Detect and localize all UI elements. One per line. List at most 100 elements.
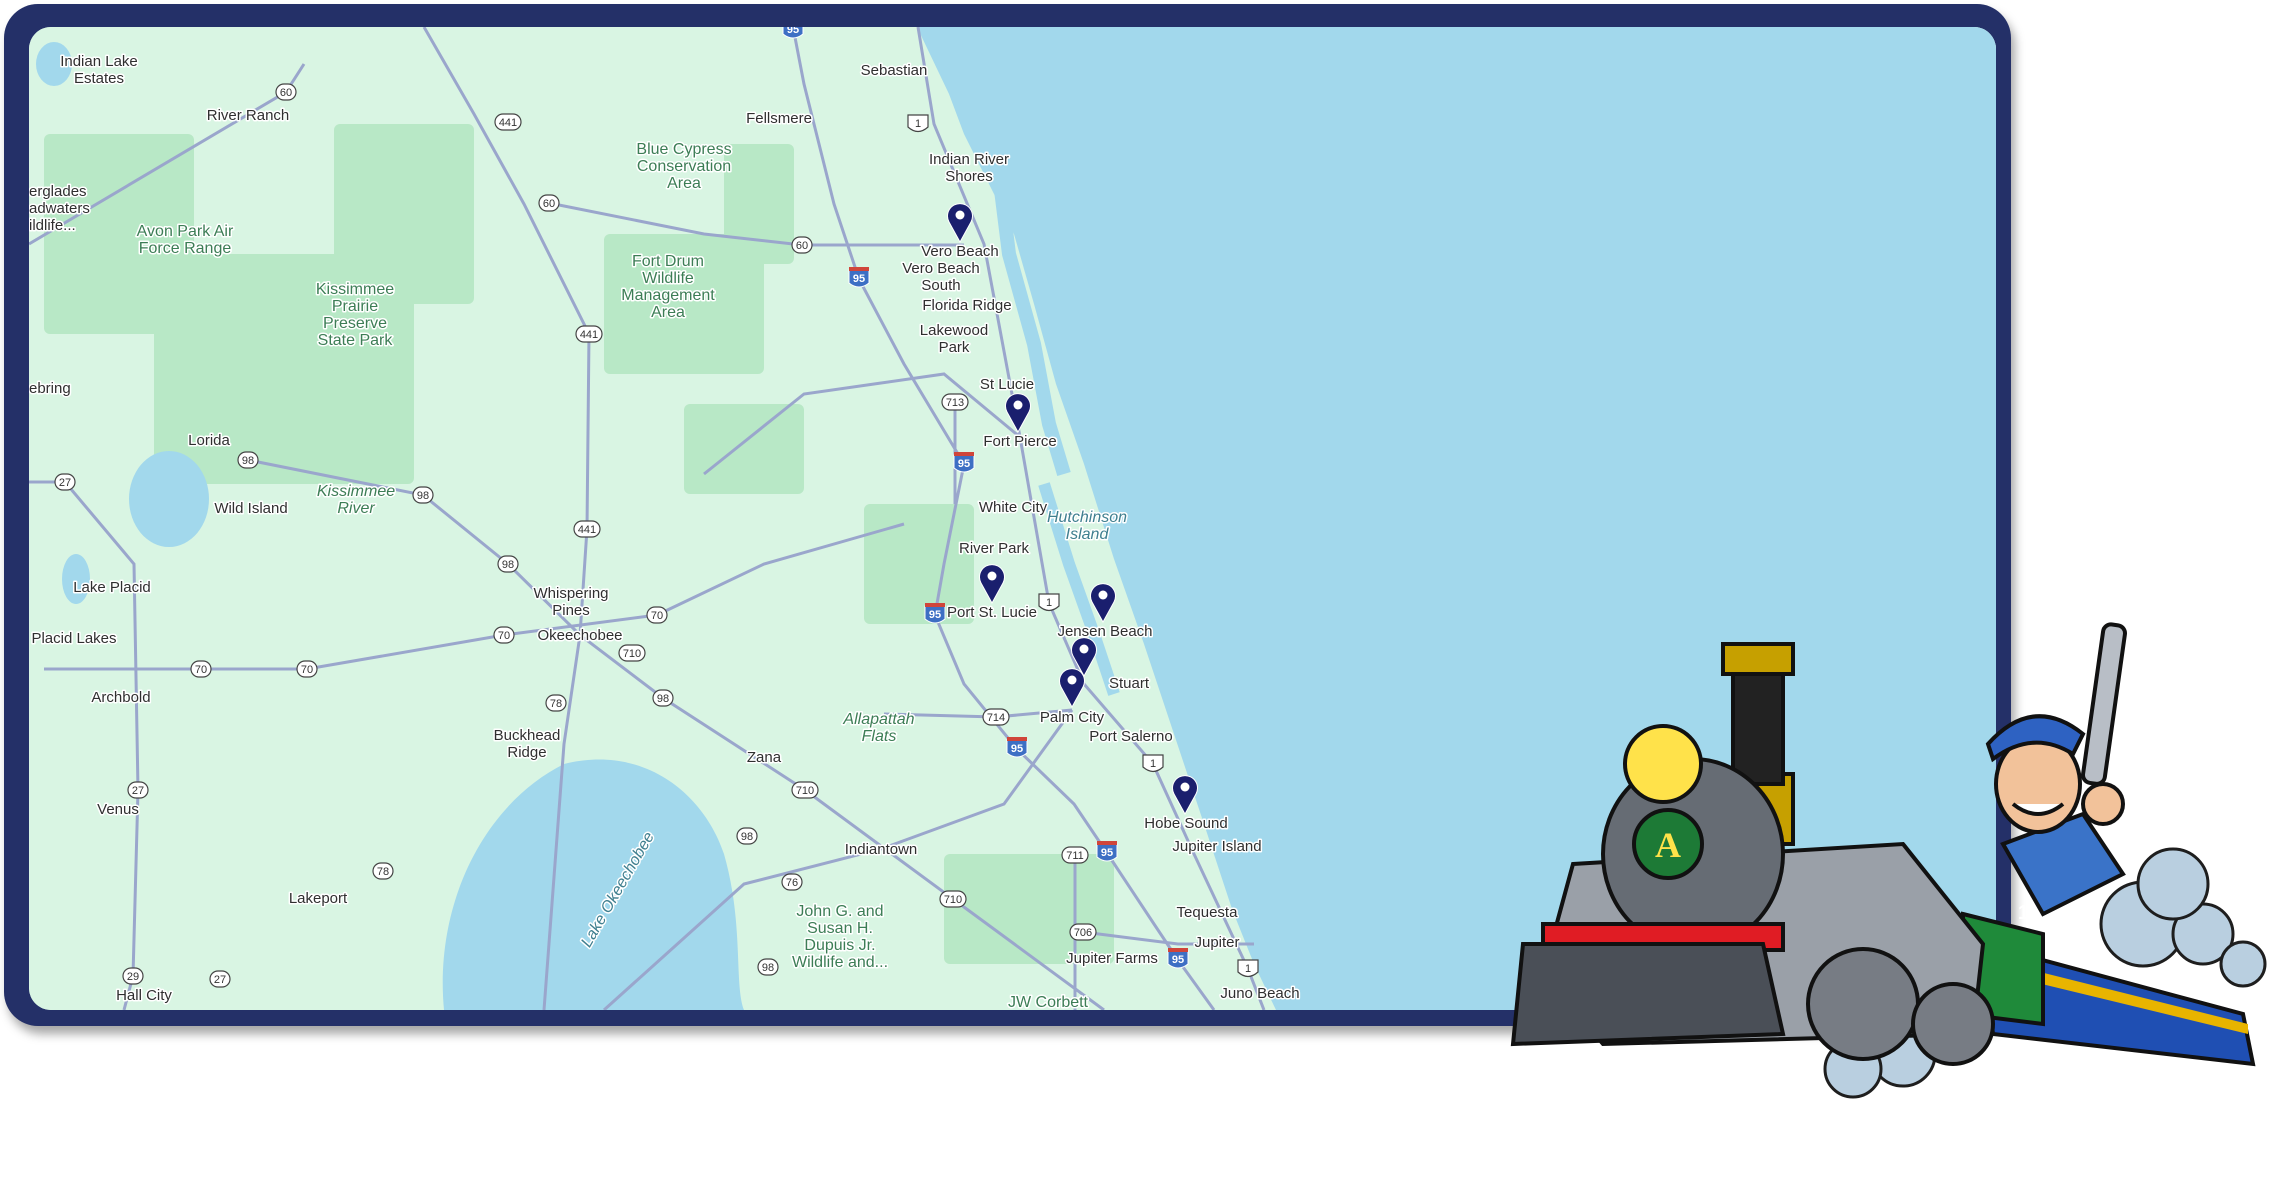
label-line: Flats — [862, 728, 897, 745]
shield-top — [954, 452, 974, 456]
shield-top — [1168, 948, 1188, 952]
location-marker[interactable]: Port St. Lucie — [979, 564, 1005, 605]
shield-number: 60 — [543, 198, 555, 210]
shield-shape — [618, 644, 646, 662]
state-road-shield: 98 — [497, 555, 519, 573]
shield-number: 27 — [132, 785, 144, 797]
shield-number: 1 — [1046, 597, 1052, 609]
label-line: Fort Pierce — [983, 433, 1056, 450]
shield-shape — [1142, 754, 1164, 773]
location-marker[interactable]: Stuart — [1071, 637, 1097, 678]
shield-number: 98 — [502, 559, 514, 571]
state-road-shield: 60 — [275, 83, 297, 101]
map-pin-icon — [979, 564, 1005, 605]
place-label: JW Corbett — [1008, 994, 1089, 1010]
shield-shape — [736, 827, 758, 845]
shield-shape — [1069, 923, 1097, 941]
label-line: Indian Lake — [60, 53, 138, 70]
label-line: adwaters — [29, 200, 90, 217]
label-line: Allapattah — [842, 711, 914, 728]
roads — [29, 27, 1266, 1010]
map-pin-icon — [1172, 775, 1198, 816]
road — [602, 709, 1074, 1010]
shield-shape — [412, 486, 434, 504]
shield-number: 1 — [1245, 963, 1251, 975]
label-line: Preserve — [323, 315, 387, 332]
shield-number: 95 — [929, 609, 941, 621]
label-line: Hobe Sound — [1144, 815, 1227, 832]
state-road-shield: 714 — [982, 708, 1010, 726]
road — [548, 201, 964, 247]
shield-number: 1 — [915, 118, 921, 130]
place-label: Jensen Beach — [1057, 623, 1152, 640]
shield-number: 95 — [1101, 847, 1113, 859]
shield-shape — [953, 454, 975, 473]
location-markers[interactable]: Vero BeachFort PiercePort St. LucieJense… — [947, 203, 1198, 816]
place-label: Vero Beach — [921, 243, 999, 260]
place-label: Lake Placid — [73, 579, 151, 596]
shield-shape — [538, 194, 560, 212]
shield-number: 95 — [958, 458, 970, 470]
shield-number: 60 — [280, 87, 292, 99]
state-road-shield: 710 — [791, 781, 819, 799]
label-line: Area — [651, 304, 685, 321]
label-line: Estates — [74, 70, 124, 87]
shield-shape — [575, 325, 603, 343]
place-label: Port Salerno — [1089, 728, 1172, 745]
shield-number: 70 — [195, 664, 207, 676]
location-marker[interactable]: Hobe Sound — [1172, 775, 1198, 816]
shield-number: 60 — [796, 240, 808, 252]
state-road-shield: 98 — [736, 827, 758, 845]
location-marker[interactable]: Palm City — [1059, 668, 1085, 709]
label-line: Zana — [747, 749, 782, 766]
shield-shape — [209, 970, 231, 988]
label-line: Placid Lakes — [31, 630, 116, 647]
label-line: Palm City — [1040, 709, 1105, 726]
state-road-shield: 441 — [573, 520, 601, 538]
location-marker[interactable]: Jensen Beach — [1090, 583, 1116, 624]
shield-number: 95 — [853, 273, 865, 285]
place-label: Placid Lakes — [31, 630, 116, 647]
place-label: Port St. Lucie — [947, 604, 1037, 621]
location-marker[interactable]: Fort Pierce — [1005, 393, 1031, 434]
cab-number: 1 — [2018, 902, 2029, 924]
label-line: Port Salerno — [1089, 728, 1172, 745]
shield-shape — [497, 555, 519, 573]
shield-number: 98 — [417, 490, 429, 502]
shield-shape — [757, 958, 779, 976]
label-line: St Lucie — [980, 376, 1034, 393]
label-line: John G. and — [796, 903, 883, 920]
lake-istokpoga — [129, 451, 209, 547]
label-line: Pines — [552, 602, 590, 619]
park-area — [154, 254, 414, 484]
interstate-95-shield: 95 — [1167, 948, 1189, 969]
shield-number: 706 — [1074, 927, 1092, 939]
label-line: Lakewood — [920, 322, 988, 339]
label-line: Stuart — [1109, 675, 1150, 692]
label-line: Blue Cypress — [636, 141, 731, 158]
label-line: Indiantown — [845, 841, 918, 858]
label-line: Conservation — [637, 158, 731, 175]
plumber-mascot — [1985, 622, 2127, 917]
shield-number: 70 — [498, 630, 510, 642]
shield-shape — [127, 781, 149, 799]
indian-river-lagoon — [1038, 482, 1120, 696]
road — [422, 27, 591, 1010]
label-line: Dupuis Jr. — [804, 937, 875, 954]
pin-dot — [987, 571, 997, 581]
location-marker[interactable]: Vero Beach — [947, 203, 973, 244]
shield-number: 1 — [1150, 758, 1156, 770]
label-line: Lorida — [188, 432, 230, 449]
shield-shape — [296, 660, 318, 678]
label-line: Archbold — [91, 689, 150, 706]
shield-shape — [924, 605, 946, 624]
us-1-shield: 1 — [907, 114, 929, 133]
